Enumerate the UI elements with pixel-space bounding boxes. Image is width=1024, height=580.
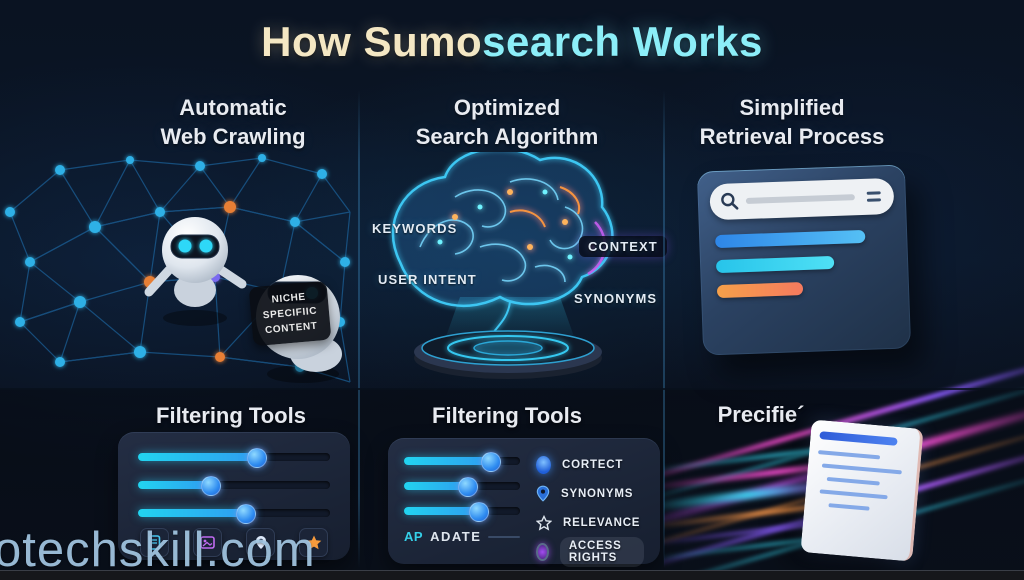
page-title-part1: How Sumo [261, 18, 483, 65]
slider-knob[interactable] [457, 477, 478, 497]
menu-icon[interactable] [866, 191, 881, 202]
adate-dash [488, 535, 520, 538]
precise-document-card [800, 419, 924, 562]
star-icon[interactable] [299, 528, 328, 557]
crawler-robot-1 [144, 217, 247, 326]
filter-sliders-column: AP ADATE [404, 452, 520, 554]
filter-panel-left [118, 432, 350, 560]
heading-retrieval: Simplified Retrieval Process [699, 95, 885, 149]
circle-icon [536, 455, 551, 474]
filter-slider-4[interactable] [404, 452, 520, 472]
document-line [820, 489, 888, 500]
lock-circle-icon [536, 542, 549, 561]
option-relevance[interactable]: RELEVANCE [536, 510, 644, 535]
slider-knob[interactable] [235, 504, 256, 524]
watermark-text: otechskill.com [0, 523, 316, 577]
brain-hologram-graphic [391, 152, 614, 379]
filter-slider-6[interactable] [404, 502, 520, 522]
document-icon[interactable] [140, 528, 169, 557]
slider-knob[interactable] [200, 476, 221, 496]
slider-knob[interactable] [247, 448, 268, 468]
heading-precise: Precifie´ [717, 402, 805, 427]
filter-slider-3[interactable] [138, 504, 330, 524]
document-line [821, 463, 902, 475]
vertical-divider-1 [358, 90, 360, 568]
filter-options-column: CORTECT SYNONYMS RELEVANCE ACCESS RIGHTS [536, 452, 644, 567]
search-bar[interactable] [709, 177, 895, 221]
ap-label: AP [404, 529, 424, 544]
page-title-part2: search Works [482, 18, 763, 65]
result-bar-cyan [715, 255, 835, 274]
label-user-intent: USER INTENT [378, 272, 477, 287]
slider-knob[interactable] [481, 452, 501, 472]
heading-filtering-middle: Filtering Tools [432, 403, 582, 428]
option-cortect[interactable]: CORTECT [536, 452, 644, 477]
page-title: How Sumosearch Works [0, 18, 1024, 66]
label-synonyms: SYNONYMS [574, 291, 658, 306]
search-result-card [696, 164, 912, 356]
horizontal-divider [0, 388, 1024, 390]
image-icon[interactable] [193, 528, 222, 557]
document-title-line [819, 431, 898, 446]
search-icon [721, 192, 739, 210]
adate-label: ADATE [430, 529, 482, 544]
pin-icon [536, 485, 550, 502]
option-synonyms[interactable]: SYNONYMS [536, 481, 644, 506]
label-context: CONTEXT [579, 236, 667, 257]
slider-knob[interactable] [469, 502, 490, 522]
ap-adate-row: AP ADATE [404, 529, 520, 544]
vertical-divider-2 [663, 90, 665, 568]
filter-slider-5[interactable] [404, 477, 520, 497]
heading-filtering-left: Filtering Tools [156, 403, 306, 428]
document-line [818, 450, 880, 460]
location-pin-icon[interactable] [246, 528, 275, 557]
result-bar-orange [716, 282, 804, 299]
result-bar-blue [715, 229, 866, 249]
document-line [827, 503, 871, 511]
web-crawling-network-graphic [5, 154, 351, 383]
option-access-rights[interactable]: ACCESS RIGHTS [536, 536, 644, 567]
filter-panel-middle: AP ADATE CORTECT SYNONYMS RELEVANCE ACCE… [388, 438, 660, 567]
search-query-placeholder-line [745, 194, 855, 204]
heading-search-algorithm: Optimized Search Algorithm [415, 95, 599, 149]
document-line [826, 476, 880, 486]
bottom-strip [0, 570, 1024, 580]
label-keywords: KEYWORDS [372, 221, 458, 236]
star-outline-icon [536, 514, 552, 531]
heading-web-crawling: Automatic Web Crawling [160, 95, 306, 149]
niche-content-badge: NICHE SPECIFIIC CONTENT [248, 280, 332, 347]
filter-slider-2[interactable] [138, 476, 330, 496]
filter-slider-1[interactable] [138, 448, 330, 468]
